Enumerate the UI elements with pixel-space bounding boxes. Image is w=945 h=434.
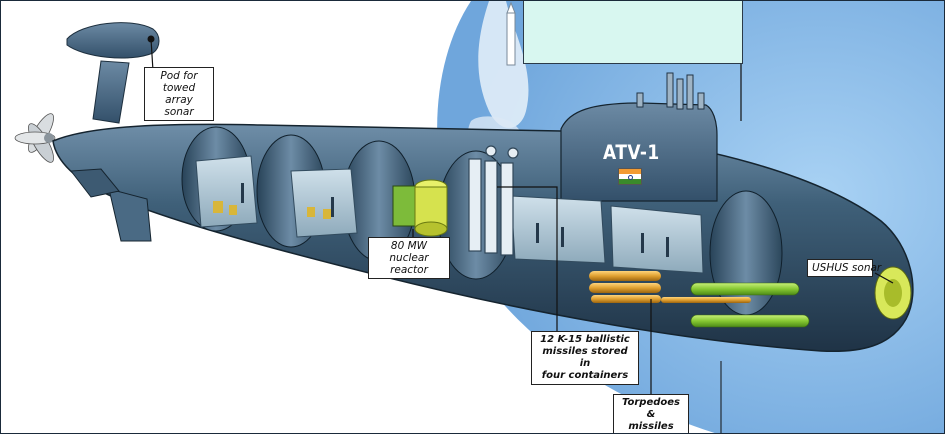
orange-missiles	[589, 271, 751, 303]
green-torpedoes	[690, 282, 810, 328]
periscopes	[636, 72, 705, 110]
label-nuclear-reactor: 80 MW nuclear reactor	[368, 237, 450, 279]
stern-plane	[70, 168, 120, 198]
nuclear-reactor	[392, 179, 448, 242]
label-towed-array-pod: Pod for towed array sonar	[144, 67, 214, 121]
missiles-callout-line	[497, 186, 558, 333]
towed-array-pod	[66, 22, 160, 124]
indian-flag-icon	[618, 168, 642, 185]
hull-marking: ATV-1	[603, 141, 660, 165]
sonar-dome	[874, 266, 912, 320]
rudder-fin	[108, 188, 152, 242]
propeller-icon	[14, 113, 56, 163]
label-ushus-sonar: USHUS sonar	[807, 259, 881, 277]
interior-compartments	[195, 155, 704, 274]
label-torpedoes-missiles: Torpedoes & missiles	[613, 394, 689, 433]
sail	[560, 102, 718, 202]
label-ballistic-missiles: 12 K-15 ballistic missiles stored in fou…	[531, 331, 639, 385]
missile-tubes	[468, 145, 519, 256]
info-panel	[523, 1, 743, 64]
